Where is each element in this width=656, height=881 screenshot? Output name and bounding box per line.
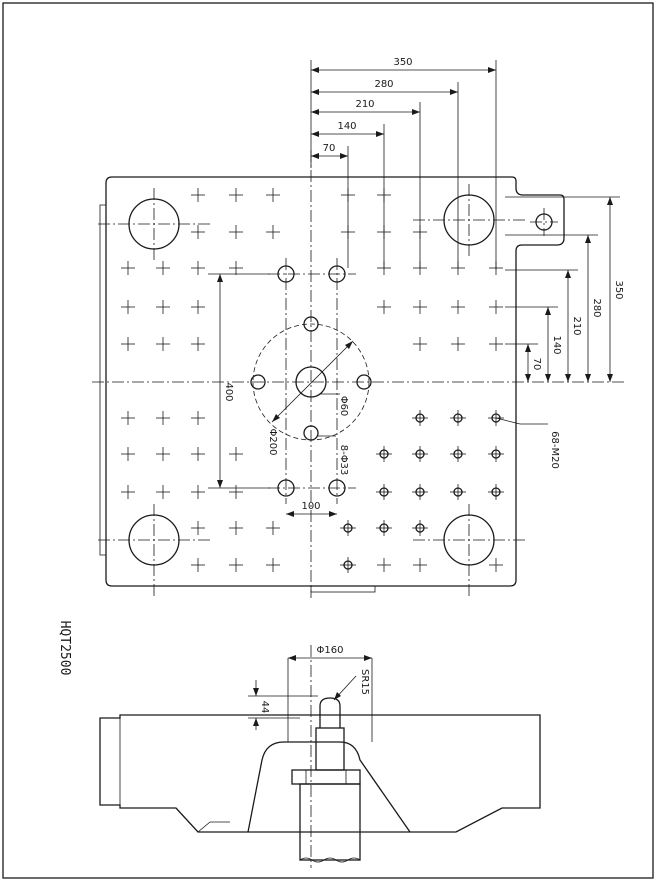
grid-crosses: [121, 188, 503, 572]
right-dimensions: 350 280 210 140 70: [505, 196, 624, 382]
dim-210: 210: [355, 99, 374, 110]
tapped-holes: [340, 410, 504, 573]
dim-right-210: 210: [571, 316, 582, 335]
dim-right-70: 70: [531, 358, 542, 371]
dim-right-350: 350: [613, 280, 624, 299]
model-name: HQT2500: [57, 621, 72, 676]
dim-side-160: Φ160: [317, 645, 344, 656]
center-bolt-circle: [250, 258, 372, 504]
top-dimensions: 350 280 210 140 70: [310, 57, 497, 270]
dim-side-44: 44: [259, 701, 270, 714]
side-view: Φ160 SR15 44: [99, 645, 541, 868]
dim-350: 350: [393, 57, 412, 68]
dim-right-280: 280: [591, 298, 602, 317]
dim-sr15: SR15: [359, 669, 370, 695]
inner-dimensions: 400 100 Φ200 Φ60 8-Φ33 68-M20: [208, 273, 560, 517]
platen-outline: [99, 176, 565, 593]
dim-100: 100: [301, 501, 320, 512]
tie-bar-bores: [98, 184, 558, 596]
dim-140: 140: [337, 121, 356, 132]
dim-right-140: 140: [551, 335, 562, 354]
dim-tapped-holes: 68-M20: [549, 431, 560, 469]
dim-280: 280: [374, 79, 393, 90]
dim-70: 70: [323, 143, 336, 154]
dim-bolt-holes: 8-Φ33: [338, 445, 349, 476]
dim-400: 400: [223, 382, 234, 401]
dim-bore-60: Φ60: [338, 396, 349, 417]
dim-pcd-200: Φ200: [267, 429, 278, 456]
